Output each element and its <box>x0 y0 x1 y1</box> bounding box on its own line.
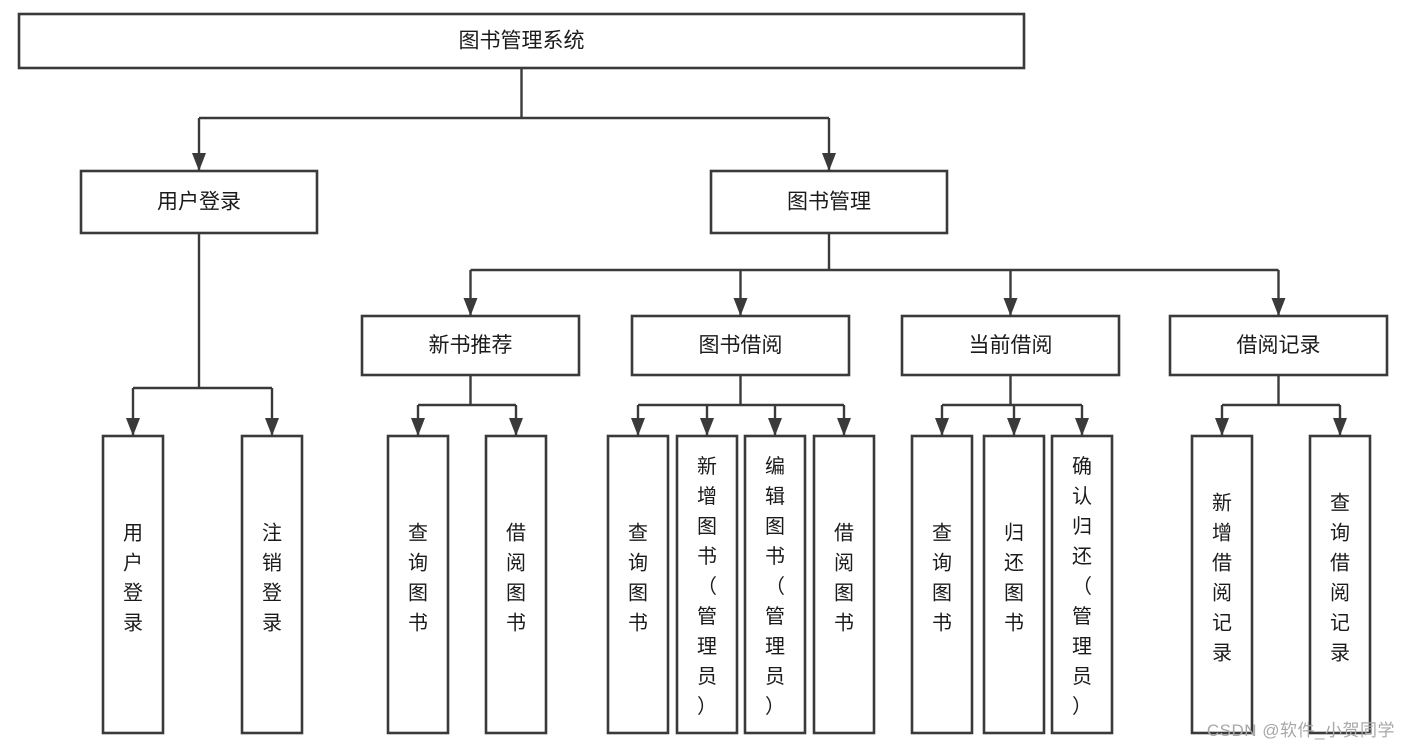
node-label: 借阅图书 <box>834 522 854 635</box>
node-leaf-6[interactable]: 编辑图书（管理员） <box>743 434 807 735</box>
node-box <box>360 314 581 377</box>
node-leaf-9[interactable]: 归还图书 <box>982 434 1046 735</box>
node-leaf-10[interactable]: 确认归还（管理员） <box>1050 434 1114 735</box>
node-layer: 图书管理系统用户登录图书管理新书推荐图书借阅当前借阅借阅记录用户登录注销登录查询… <box>17 12 1389 735</box>
node-label: 新增图书（管理员） <box>697 455 717 718</box>
node-leaf-0[interactable]: 用户登录 <box>101 434 165 735</box>
node-label: 确认归还（管理员） <box>1072 455 1092 718</box>
node-level1-1[interactable]: 图书管理 <box>709 169 949 235</box>
node-box <box>743 434 807 735</box>
node-box <box>709 169 949 235</box>
node-leaf-2[interactable]: 查询图书 <box>386 434 450 735</box>
node-box <box>900 314 1121 377</box>
node-box <box>1168 314 1389 377</box>
arrow-head-icon <box>768 418 782 436</box>
arrow-head-icon <box>509 418 523 436</box>
arrow-head-icon <box>1333 418 1347 436</box>
arrow-head-icon <box>1003 298 1018 316</box>
node-label: 查询图书 <box>628 522 648 635</box>
node-leaf-7[interactable]: 借阅图书 <box>812 434 876 735</box>
node-level2-3[interactable]: 借阅记录 <box>1168 314 1389 377</box>
node-label: 新增借阅记录 <box>1212 492 1232 665</box>
node-box <box>386 434 450 735</box>
node-box <box>484 434 548 735</box>
node-box <box>675 434 739 735</box>
arrow-head-icon <box>1007 418 1021 436</box>
node-label: 用户登录 <box>157 191 241 214</box>
arrow-head-icon <box>631 418 645 436</box>
arrow-head-icon <box>935 418 949 436</box>
node-box <box>812 434 876 735</box>
node-leaf-4[interactable]: 查询图书 <box>606 434 670 735</box>
arrow-head-icon <box>1271 298 1286 316</box>
connector-layer <box>126 68 1347 436</box>
node-box <box>240 434 304 735</box>
arrow-head-icon <box>463 298 478 316</box>
node-box <box>1050 434 1114 735</box>
node-root-0[interactable]: 图书管理系统 <box>17 12 1026 70</box>
node-leaf-1[interactable]: 注销登录 <box>240 434 304 735</box>
node-label: 图书借阅 <box>699 334 783 357</box>
node-label: 用户登录 <box>123 523 143 635</box>
node-label: 借阅图书 <box>506 522 526 635</box>
arrow-head-icon <box>411 418 425 436</box>
arrow-head-icon <box>700 418 714 436</box>
node-box <box>79 169 319 235</box>
node-box <box>910 434 974 735</box>
node-label: 新书推荐 <box>429 334 513 357</box>
node-level2-1[interactable]: 图书借阅 <box>630 314 851 377</box>
arrow-head-icon <box>1215 418 1229 436</box>
node-label: 查询借阅记录 <box>1330 492 1350 665</box>
arrow-head-icon <box>1075 418 1089 436</box>
node-label: 查询图书 <box>408 522 428 635</box>
node-box <box>1190 434 1254 735</box>
node-label: 编辑图书（管理员） <box>765 455 785 718</box>
arrow-head-icon <box>265 418 279 436</box>
node-label: 借阅记录 <box>1237 334 1321 357</box>
node-label: 注销登录 <box>262 522 282 635</box>
node-leaf-12[interactable]: 查询借阅记录 <box>1308 434 1372 735</box>
node-box <box>1308 434 1372 735</box>
node-label: 当前借阅 <box>969 334 1053 357</box>
node-level1-0[interactable]: 用户登录 <box>79 169 319 235</box>
node-leaf-11[interactable]: 新增借阅记录 <box>1190 434 1254 735</box>
node-label: 归还图书 <box>1004 522 1024 635</box>
arrow-head-icon <box>837 418 851 436</box>
node-leaf-3[interactable]: 借阅图书 <box>484 434 548 735</box>
node-leaf-8[interactable]: 查询图书 <box>910 434 974 735</box>
arrow-head-icon <box>126 418 140 436</box>
node-box <box>17 12 1026 70</box>
node-label: 图书管理 <box>787 191 871 214</box>
arrow-head-icon <box>822 153 836 171</box>
node-level2-2[interactable]: 当前借阅 <box>900 314 1121 377</box>
node-box <box>630 314 851 377</box>
node-box <box>606 434 670 735</box>
node-label: 查询图书 <box>932 522 952 635</box>
node-box <box>982 434 1046 735</box>
arrow-head-icon <box>192 153 206 171</box>
node-label: 图书管理系统 <box>459 30 585 53</box>
node-box <box>101 434 165 735</box>
node-leaf-5[interactable]: 新增图书（管理员） <box>675 434 739 735</box>
arrow-head-icon <box>733 298 748 316</box>
node-level2-0[interactable]: 新书推荐 <box>360 314 581 377</box>
